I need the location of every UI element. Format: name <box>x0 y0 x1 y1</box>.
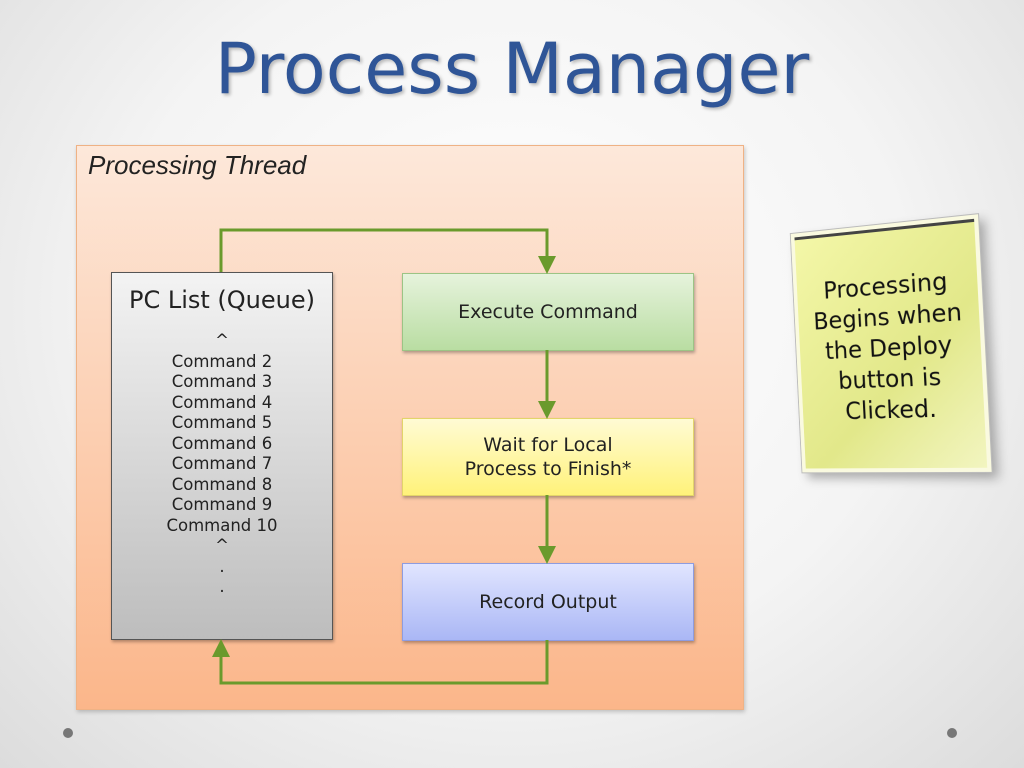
execute-command-label: Execute Command <box>458 301 638 323</box>
slide-title: Process Manager <box>214 28 810 110</box>
decorative-dot-left <box>63 728 73 738</box>
pc-list-item: Command 8 <box>171 474 273 494</box>
panel-label: Processing Thread <box>88 150 307 180</box>
pc-list-item: . <box>219 577 225 596</box>
pc-list-item: ^ <box>215 331 229 350</box>
pc-list-item: Command 6 <box>171 433 273 453</box>
sticky-note-line: Clicked. <box>844 393 938 425</box>
execute-command-box: Execute Command <box>402 273 694 351</box>
pc-list-item: Command 5 <box>171 413 273 432</box>
pc-list-item: Command 3 <box>171 372 273 391</box>
sticky-note-line: button is <box>837 362 942 395</box>
pc-list-item: . <box>219 556 225 576</box>
pc-list-item: Command 4 <box>171 392 273 412</box>
wait-label-line1: Wait for Local <box>483 434 613 456</box>
pc-list-item: ^ <box>215 536 229 555</box>
pc-list-header: PC List (Queue) <box>128 286 315 314</box>
pc-list-item: Command 10 <box>166 515 278 535</box>
decorative-dot-right <box>947 728 957 738</box>
arrow-queue-to-execute <box>219 228 556 274</box>
pc-list-item: Command 9 <box>171 495 273 514</box>
pc-list-item: Command 7 <box>171 454 273 473</box>
record-output-box: Record Output <box>402 563 694 641</box>
wait-label-line2: Process to Finish* <box>464 458 632 480</box>
record-output-label: Record Output <box>479 591 617 613</box>
arrow-record-to-queue <box>212 639 549 685</box>
pc-list-item: Command 2 <box>171 351 273 371</box>
